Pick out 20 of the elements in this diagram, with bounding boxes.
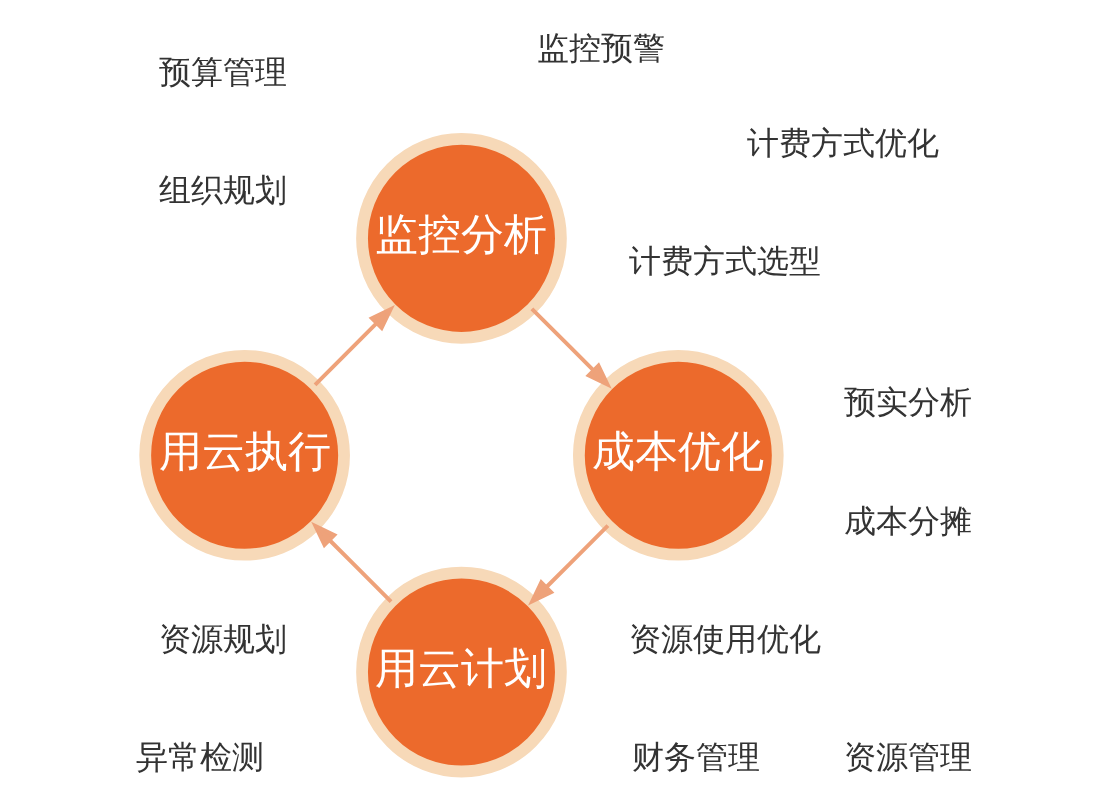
arrow [529,307,612,389]
label: 监控预警 [536,30,665,67]
label: 组织规划 [158,171,287,208]
label: 财务管理 [631,738,760,775]
node-circle: 用云执行 [138,349,350,561]
label: 资源使用优化 [628,620,821,657]
node-circle: 监控分析 [355,133,567,344]
label: 成本分摊 [843,502,972,539]
arrow [313,304,395,387]
node-circle: 成本优化 [572,349,784,561]
label: 预算管理 [158,53,287,90]
label: 计费方式选型 [628,242,821,279]
label: 计费方式优化 [746,124,939,161]
label: 预实分析 [843,384,972,421]
node-circle: 用云计划 [355,566,567,778]
label: 资源规划 [158,620,287,657]
arrow [527,524,609,606]
label: 资源管理 [843,738,972,775]
arrow [310,521,392,604]
label: 异常检测 [135,738,264,775]
